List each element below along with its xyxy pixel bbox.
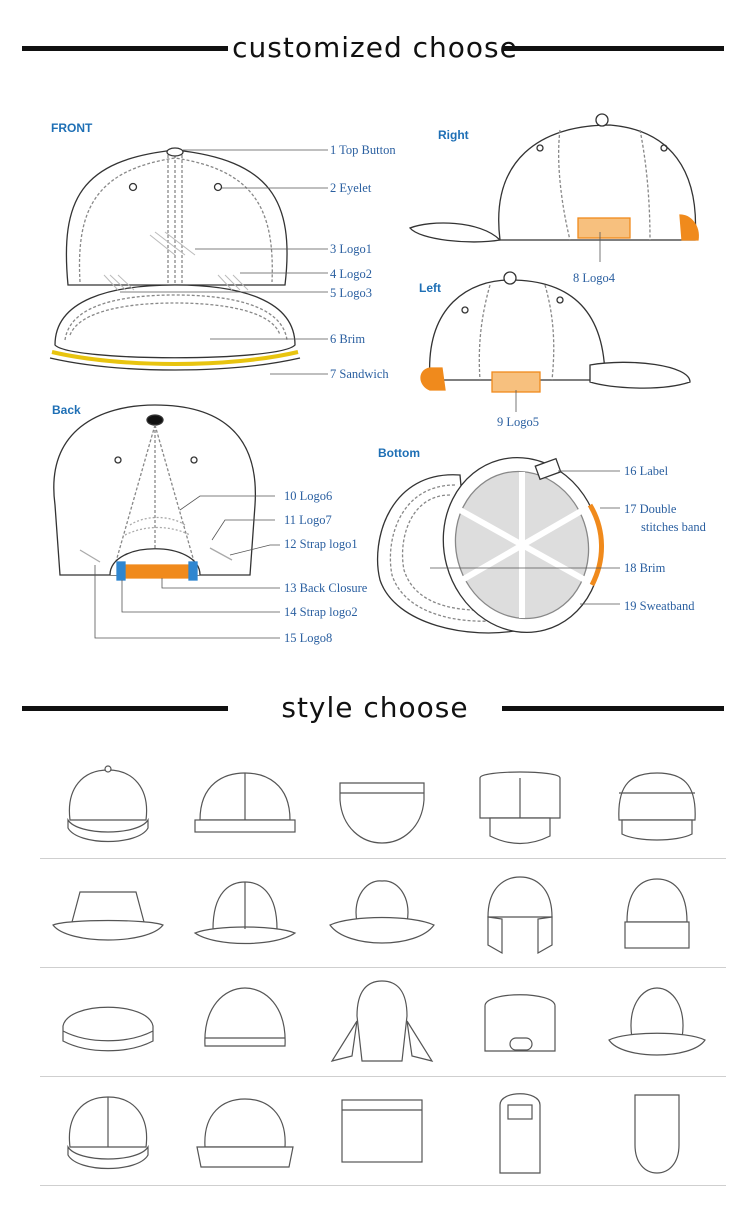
flap-hat-icon[interactable] xyxy=(322,976,442,1068)
section-title: style choose xyxy=(281,691,469,724)
header-rule-left xyxy=(22,706,228,711)
beanie-cuff-icon[interactable] xyxy=(597,867,717,959)
back-cap-drawing xyxy=(53,404,256,581)
part-label-strap-logo1: 12 Strap logo1 xyxy=(284,537,358,551)
panel-bucket-hat-icon[interactable] xyxy=(185,867,305,959)
view-label-back: Back xyxy=(52,403,81,417)
cap-diagram xyxy=(49,113,699,639)
part-label-label: 16 Label xyxy=(624,464,669,478)
front-cap-drawing xyxy=(49,147,301,371)
part-label-logo2: 4 Logo2 xyxy=(330,267,373,281)
part-label-strap-logo2: 14 Strap logo2 xyxy=(284,605,358,619)
view-label-right: Right xyxy=(438,128,469,142)
style-row xyxy=(40,750,726,859)
left-side-cap-drawing xyxy=(420,271,691,393)
style-grid xyxy=(40,750,726,1186)
part-label-sweatband: 19 Sweatband xyxy=(624,599,695,613)
part-label-bottom-brim: 18 Brim xyxy=(624,561,666,575)
bucket-hat-icon[interactable] xyxy=(48,867,168,959)
flat-brim-cap-icon[interactable] xyxy=(185,1085,305,1177)
fedora-hat-icon[interactable] xyxy=(322,867,442,959)
section-header-customized: customized choose xyxy=(0,28,750,68)
part-label-top-button: 1 Top Button xyxy=(330,143,396,157)
part-label-logo5: 9 Logo5 xyxy=(497,415,540,429)
part-label-double-stitches-band: 17 Double xyxy=(624,502,677,516)
trilby-hat-icon[interactable] xyxy=(597,976,717,1068)
military-cap-icon[interactable] xyxy=(460,758,580,850)
header-rule-left xyxy=(22,46,228,51)
part-label-logo4: 8 Logo4 xyxy=(573,271,616,285)
part-label-logo8: 15 Logo8 xyxy=(284,631,333,645)
part-label-logo3: 5 Logo3 xyxy=(330,286,373,300)
part-label-logo1: 3 Logo1 xyxy=(330,242,373,256)
five-panel-cap-icon[interactable] xyxy=(597,758,717,850)
right-side-cap-drawing xyxy=(408,113,699,243)
trapper-hat-icon[interactable] xyxy=(460,867,580,959)
header-rule-right xyxy=(502,706,724,711)
snapback-cap-icon[interactable] xyxy=(185,758,305,850)
part-label-logo7: 11 Logo7 xyxy=(284,513,332,527)
led-beanie-icon[interactable] xyxy=(460,976,580,1068)
trucker-cap-icon[interactable] xyxy=(48,1085,168,1177)
bottom-view-cap-drawing xyxy=(376,456,604,634)
part-label-logo6: 10 Logo6 xyxy=(284,489,333,503)
baseball-cap-icon[interactable] xyxy=(48,758,168,850)
balaclava-icon[interactable] xyxy=(460,1085,580,1177)
style-row xyxy=(40,859,726,968)
part-label-double-stitches-band-line2: stitches band xyxy=(641,520,706,534)
style-row xyxy=(40,968,726,1077)
part-label-back-closure: 13 Back Closure xyxy=(284,581,368,595)
sun-visor-icon[interactable] xyxy=(322,758,442,850)
section-header-style: style choose xyxy=(0,688,750,728)
view-label-left: Left xyxy=(419,281,441,295)
section-title: customized choose xyxy=(232,31,518,64)
part-label-eyelet: 2 Eyelet xyxy=(330,181,372,195)
view-label-bottom: Bottom xyxy=(378,446,420,460)
neck-gaiter-icon[interactable] xyxy=(597,1085,717,1177)
header-rule-right xyxy=(502,46,724,51)
part-label-sandwich: 7 Sandwich xyxy=(330,367,389,381)
skull-beanie-icon[interactable] xyxy=(185,976,305,1068)
part-label-brim: 6 Brim xyxy=(330,332,366,346)
style-row xyxy=(40,1077,726,1186)
flat-cap-icon[interactable] xyxy=(48,976,168,1068)
headband-icon[interactable] xyxy=(322,1085,442,1177)
view-label-front: FRONT xyxy=(51,121,93,135)
